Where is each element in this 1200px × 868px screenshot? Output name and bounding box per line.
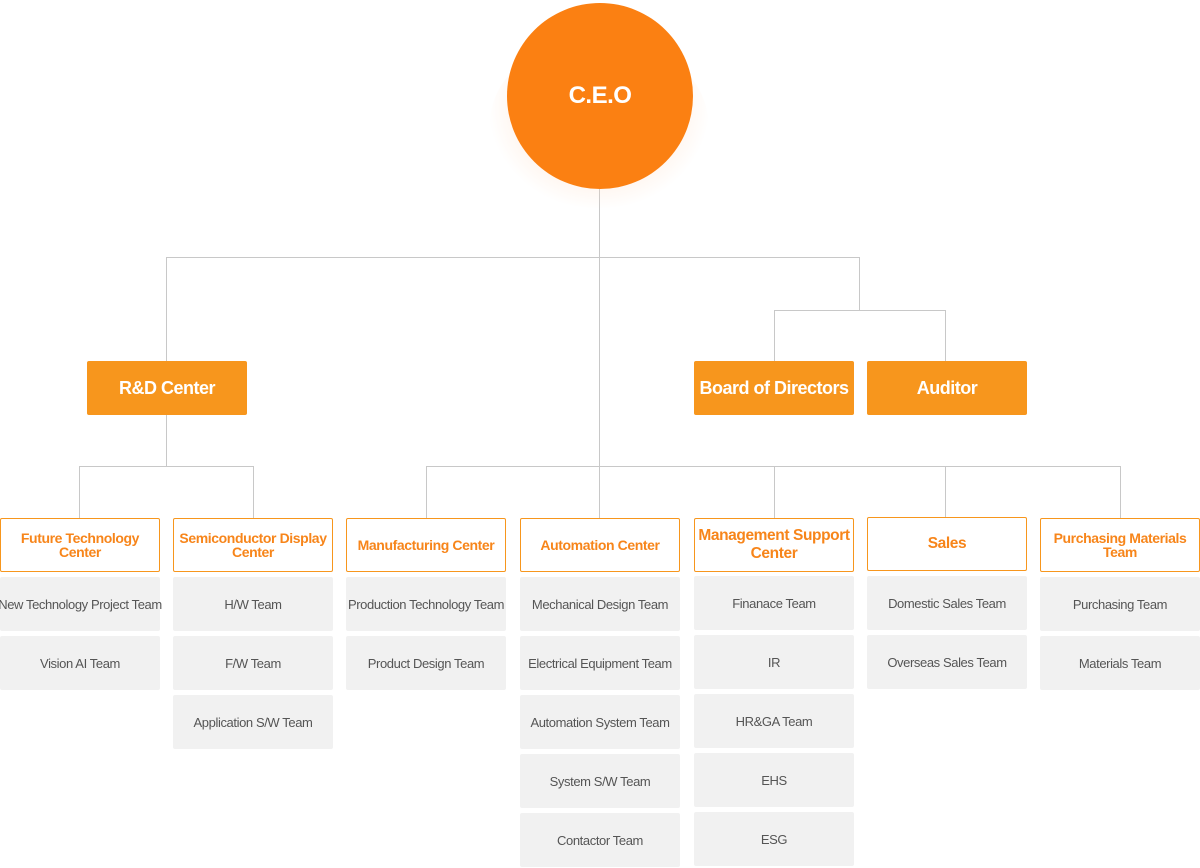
team-item: F/W Team — [173, 636, 333, 690]
team-item: Mechanical Design Team — [520, 577, 680, 631]
team-item: IR — [694, 635, 854, 689]
team-item: EHS — [694, 753, 854, 807]
team-item: HR&GA Team — [694, 694, 854, 748]
team-item: Production Technology Team — [346, 577, 506, 631]
team-item: Finanace Team — [694, 576, 854, 630]
team-item: Materials Team — [1040, 636, 1200, 690]
team-item: Overseas Sales Team — [867, 635, 1027, 689]
team-item: Product Design Team — [346, 636, 506, 690]
dept-management-support-center: Management Support Center — [694, 518, 854, 572]
ceo-label: C.E.O — [568, 82, 632, 109]
team-item: Application S/W Team — [173, 695, 333, 749]
dept-automation-center: Automation Center — [520, 518, 680, 572]
dept-sales: Sales — [867, 517, 1027, 571]
dept-semiconductor-display-center: Semiconductor Display Center — [173, 518, 333, 572]
rd-center-box: R&D Center — [87, 361, 247, 415]
ceo-node: C.E.O — [507, 3, 693, 189]
team-item: ESG — [694, 812, 854, 866]
auditor-box: Auditor — [867, 361, 1027, 415]
team-item: System S/W Team — [520, 754, 680, 808]
dept-future-technology-center: Future Technology Center — [0, 518, 160, 572]
team-item: H/W Team — [173, 577, 333, 631]
team-item: Contactor Team — [520, 813, 680, 867]
team-item: New Technology Project Team — [0, 577, 162, 631]
team-item: Domestic Sales Team — [867, 576, 1027, 630]
dept-manufacturing-center: Manufacturing Center — [346, 518, 506, 572]
team-item: Purchasing Team — [1040, 577, 1200, 631]
board-of-directors-box: Board of Directors — [694, 361, 854, 415]
team-item: Automation System Team — [520, 695, 680, 749]
team-item: Electrical Equipment Team — [520, 636, 680, 690]
dept-purchasing-materials-team: Purchasing Materials Team — [1040, 518, 1200, 572]
team-item: Vision AI Team — [0, 636, 160, 690]
